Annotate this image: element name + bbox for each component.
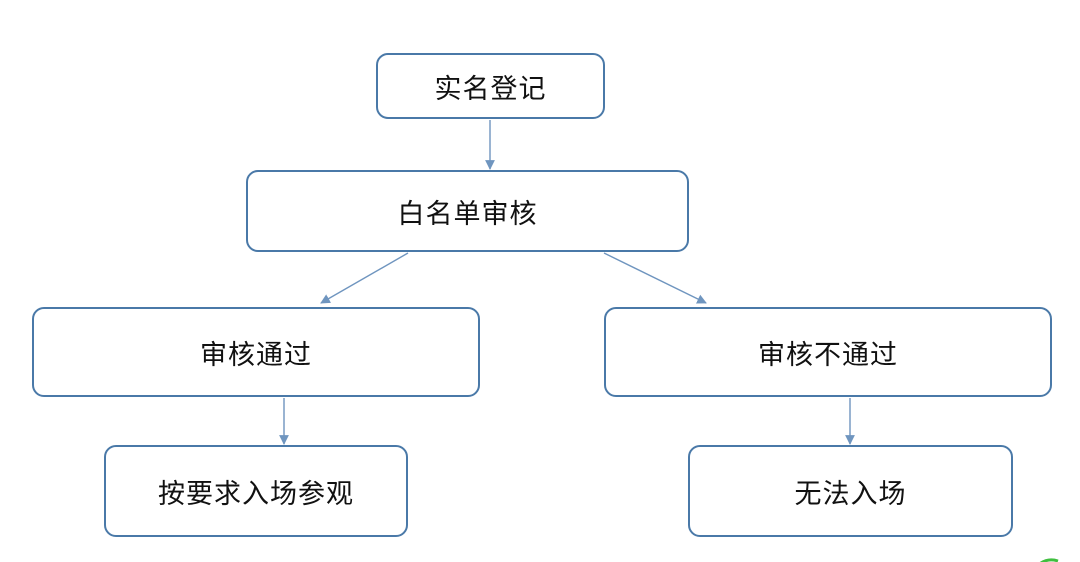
node-review-pass: 审核通过 — [32, 307, 480, 397]
node-entry-denied-label: 无法入场 — [794, 478, 907, 510]
arrow-review-to-pass — [320, 252, 409, 304]
node-whitelist-review: 白名单审核 — [246, 170, 689, 252]
node-register-label: 实名登记 — [434, 73, 547, 105]
node-entry-denied: 无法入场 — [688, 445, 1013, 537]
node-register: 实名登记 — [376, 53, 605, 119]
node-review-fail: 审核不通过 — [604, 307, 1052, 397]
corner-mark-icon — [1034, 552, 1060, 562]
node-review-fail-label: 审核不通过 — [758, 339, 898, 371]
arrow-review-to-fail — [603, 252, 707, 304]
node-whitelist-review-label: 白名单审核 — [397, 198, 538, 230]
node-visit-as-required-label: 按要求入场参观 — [158, 478, 354, 510]
node-review-pass-label: 审核通过 — [200, 339, 312, 371]
node-visit-as-required: 按要求入场参观 — [104, 445, 408, 537]
